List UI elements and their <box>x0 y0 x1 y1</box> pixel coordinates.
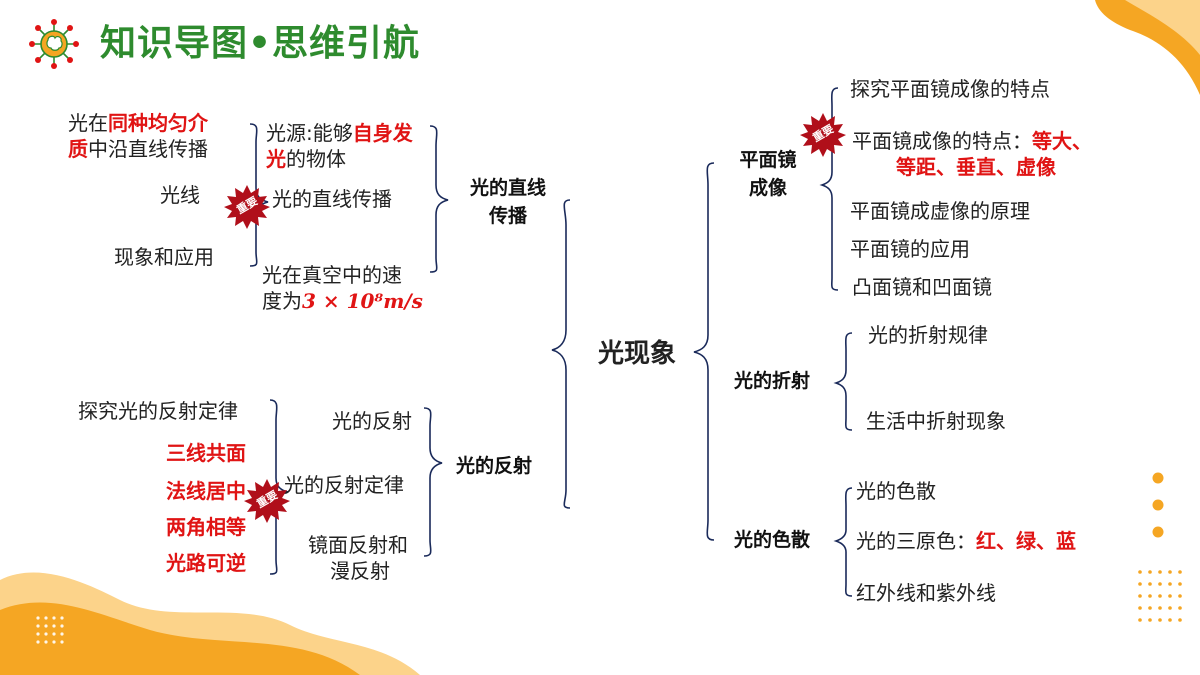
refraction-in-life: 生活中折射现象 <box>866 409 1006 433</box>
text-red: 质 <box>68 137 88 161</box>
dot-grid-bottom-right <box>1138 570 1182 622</box>
text-red: 等大、 <box>1032 129 1092 153</box>
text-part: 度为 <box>262 289 302 313</box>
reflection-rule: 光路可逆 <box>166 551 246 575</box>
mirror-features-line1: 平面镜成像的特点：等大、 <box>852 128 1092 154</box>
hub-plane-mirror: 平面镜 成像 <box>728 146 808 202</box>
dot-grid-bottom-left <box>36 616 64 644</box>
medium-condition-line2: 质中沿直线传播 <box>68 136 208 162</box>
hub-line: 传播 <box>488 205 527 227</box>
hub-line: 成像 <box>748 177 787 199</box>
text-part: 光在 <box>68 111 108 135</box>
text-red: 光 <box>266 147 286 171</box>
hub-straight-propagation: 光的直线 传播 <box>458 174 558 230</box>
hub-reflection: 光的反射 <box>456 455 533 477</box>
speed-of-light-line1: 光在真空中的速 <box>262 263 402 287</box>
reflection-rule: 法线居中 <box>166 479 246 503</box>
dispersion-item: 光的色散 <box>856 479 936 503</box>
speed-of-light-line2: 度为3 × 10⁸m/s <box>262 288 423 314</box>
specular-reflection: 镜面反射和 <box>308 533 408 557</box>
explore-mirror-imaging: 探究平面镜成像的特点 <box>850 77 1050 101</box>
mirror-application: 平面镜的应用 <box>850 237 970 261</box>
light-source-definition-2: 光的物体 <box>266 146 346 172</box>
reflection-item: 光的反射 <box>332 409 412 433</box>
primary-colors: 光的三原色：红、绿、蓝 <box>856 528 1076 554</box>
mindmap-brackets <box>249 87 853 597</box>
important-badge-icon: 重要 <box>800 112 846 158</box>
brain-network-icon <box>28 18 80 70</box>
important-badge-icon: 重要 <box>244 478 290 524</box>
text-part: 光的三原色： <box>856 529 976 553</box>
explore-reflection-law: 探究光的反射定律 <box>78 399 238 423</box>
virtual-image-principle: 平面镜成虚像的原理 <box>850 199 1030 223</box>
text-part: 的物体 <box>286 147 346 171</box>
text-red: 红、绿、蓝 <box>976 529 1076 553</box>
hub-line: 光的直线 <box>469 177 546 199</box>
text-red: 自身发 <box>352 121 413 145</box>
page-title: 知识导图•思维引航 <box>100 23 421 64</box>
reflection-rule: 三线共面 <box>166 441 246 465</box>
text-part: 中沿直线传播 <box>88 137 208 161</box>
text-part: 光源:能够 <box>266 121 353 145</box>
hub-line: 平面镜 <box>739 149 797 171</box>
mirror-features-line2: 等距、垂直、虚像 <box>896 155 1056 179</box>
hub-dispersion: 光的色散 <box>734 529 811 551</box>
refraction-law: 光的折射规律 <box>868 323 988 347</box>
reflection-law: 光的反射定律 <box>284 473 404 497</box>
light-source-definition: 光源:能够自身发 <box>266 120 413 146</box>
text-red: 同种均匀介 <box>108 111 208 135</box>
light-ray: 光线 <box>160 183 200 207</box>
important-badge-icon: 重要 <box>224 184 270 230</box>
convex-concave-mirror: 凸面镜和凹面镜 <box>852 275 992 299</box>
reflection-rule: 两角相等 <box>166 515 246 539</box>
medium-condition-line1: 光在同种均匀介 <box>68 110 208 136</box>
hub-refraction: 光的折射 <box>734 370 811 392</box>
center-topic: 光现象 <box>598 339 677 369</box>
straight-line-propagation: 光的直线传播 <box>272 187 392 211</box>
diffuse-reflection: 漫反射 <box>330 559 390 583</box>
infrared-ultraviolet: 红外线和紫外线 <box>856 581 996 605</box>
phenomena-and-applications: 现象和应用 <box>114 245 214 269</box>
text-part: 平面镜成像的特点： <box>852 129 1032 153</box>
speed-value: 3 × 10⁸m/s <box>302 289 423 313</box>
